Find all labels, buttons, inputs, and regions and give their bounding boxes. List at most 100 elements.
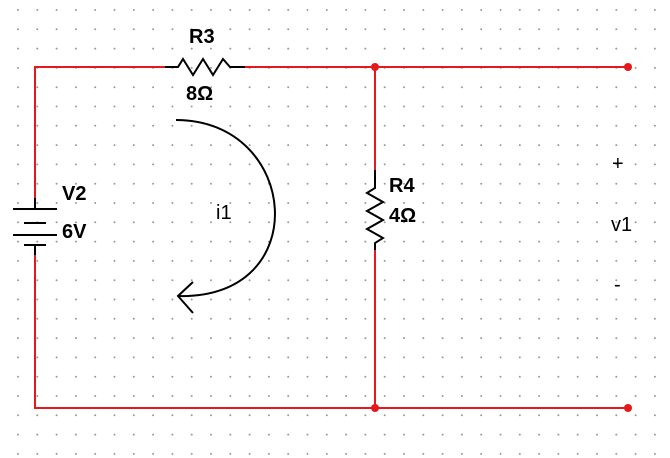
grid-dot — [615, 105, 618, 108]
grid-dot — [615, 202, 618, 204]
grid-dot — [499, 124, 502, 127]
grid-dot — [538, 259, 541, 262]
grid-dot — [55, 9, 58, 11]
grid-dot — [576, 375, 579, 378]
grid-dot — [634, 414, 637, 417]
grid-dot — [518, 337, 521, 340]
grid-dot — [634, 279, 637, 282]
grid-dot — [557, 47, 560, 50]
grid-dot — [653, 144, 656, 147]
grid-dot — [210, 144, 212, 147]
grid-dot — [152, 144, 155, 147]
grid-dot — [248, 47, 251, 50]
grid-dot — [383, 375, 386, 378]
grid-dot — [248, 28, 251, 31]
grid-dot — [576, 9, 579, 11]
grid-dot — [287, 414, 290, 417]
grid-dot — [94, 124, 97, 127]
grid-dot — [345, 279, 348, 282]
grid-dot — [248, 202, 251, 204]
grid-dot — [171, 105, 174, 108]
grid-dot — [538, 356, 541, 359]
grid-dot — [403, 414, 405, 417]
grid-dot — [113, 395, 116, 397]
grid-dot — [325, 317, 328, 320]
grid-dot — [441, 356, 444, 359]
grid-dot — [248, 337, 251, 340]
grid-dot — [615, 337, 618, 340]
grid-dot — [306, 298, 309, 301]
grid-dot — [267, 356, 270, 359]
grid-dot — [538, 240, 541, 243]
grid-dot — [171, 356, 174, 359]
grid-dot — [36, 240, 39, 243]
grid-dot — [596, 298, 598, 301]
grid-dot — [653, 163, 656, 166]
grid-dot — [441, 395, 444, 397]
grid-dot — [557, 9, 560, 11]
grid-dot — [480, 259, 483, 262]
grid-dot — [306, 221, 309, 224]
grid-dot — [325, 240, 328, 243]
grid-dot — [229, 337, 232, 340]
grid-dot — [74, 124, 77, 127]
grid-dot — [403, 86, 405, 89]
grid-dot — [74, 182, 77, 185]
grid-dot — [422, 105, 425, 108]
grid-dot — [403, 356, 405, 359]
grid-dot — [499, 356, 502, 359]
grid-dot — [210, 375, 212, 378]
grid-dot — [132, 452, 135, 455]
grid-dot — [113, 86, 116, 89]
grid-dot — [113, 105, 116, 108]
grid-dot — [248, 375, 251, 378]
grid-dot — [557, 452, 560, 455]
grid-dot — [36, 259, 39, 262]
grid-dot — [190, 375, 193, 378]
grid-dot — [364, 202, 367, 204]
grid-dot — [325, 105, 328, 108]
grid-dot — [248, 259, 251, 262]
grid-dot — [441, 28, 444, 31]
grid-dot — [480, 124, 483, 127]
grid-dot — [17, 375, 19, 378]
grid-dot — [113, 221, 116, 224]
grid-dot — [499, 337, 502, 340]
grid-dot — [615, 124, 618, 127]
grid-dot — [74, 221, 77, 224]
grid-dot — [653, 375, 656, 378]
grid-dot — [364, 105, 367, 108]
voltage-source-v2-value: 6V — [62, 221, 87, 243]
grid-dot — [55, 144, 58, 147]
grid-dot — [634, 221, 637, 224]
grid-dot — [325, 202, 328, 204]
grid-dot — [229, 240, 232, 243]
grid-dot — [518, 452, 521, 455]
resistor-r3-symbol — [165, 57, 245, 77]
grid-dot — [422, 298, 425, 301]
grid-dot — [596, 452, 598, 455]
output-voltage: + v1 - — [611, 153, 632, 296]
grid-dot — [248, 9, 251, 11]
grid-dot — [325, 279, 328, 282]
grid-dot — [653, 221, 656, 224]
grid-dot — [113, 298, 116, 301]
grid-dot — [113, 375, 116, 378]
grid-dot — [557, 221, 560, 224]
grid-dot — [383, 105, 386, 108]
grid-dot — [422, 124, 425, 127]
grid-dot — [210, 182, 212, 185]
grid-dot — [287, 86, 290, 89]
grid-dot — [460, 337, 463, 340]
grid-dot — [634, 105, 637, 108]
grid-dot — [576, 28, 579, 31]
grid-dot — [171, 279, 174, 282]
grid-dot — [325, 337, 328, 340]
grid-dot — [94, 375, 97, 378]
grid-dot — [364, 182, 367, 185]
grid-dot — [422, 86, 425, 89]
grid-dot — [190, 356, 193, 359]
grid-dot — [229, 182, 232, 185]
grid-dot — [653, 66, 656, 69]
grid-dot — [113, 28, 116, 31]
